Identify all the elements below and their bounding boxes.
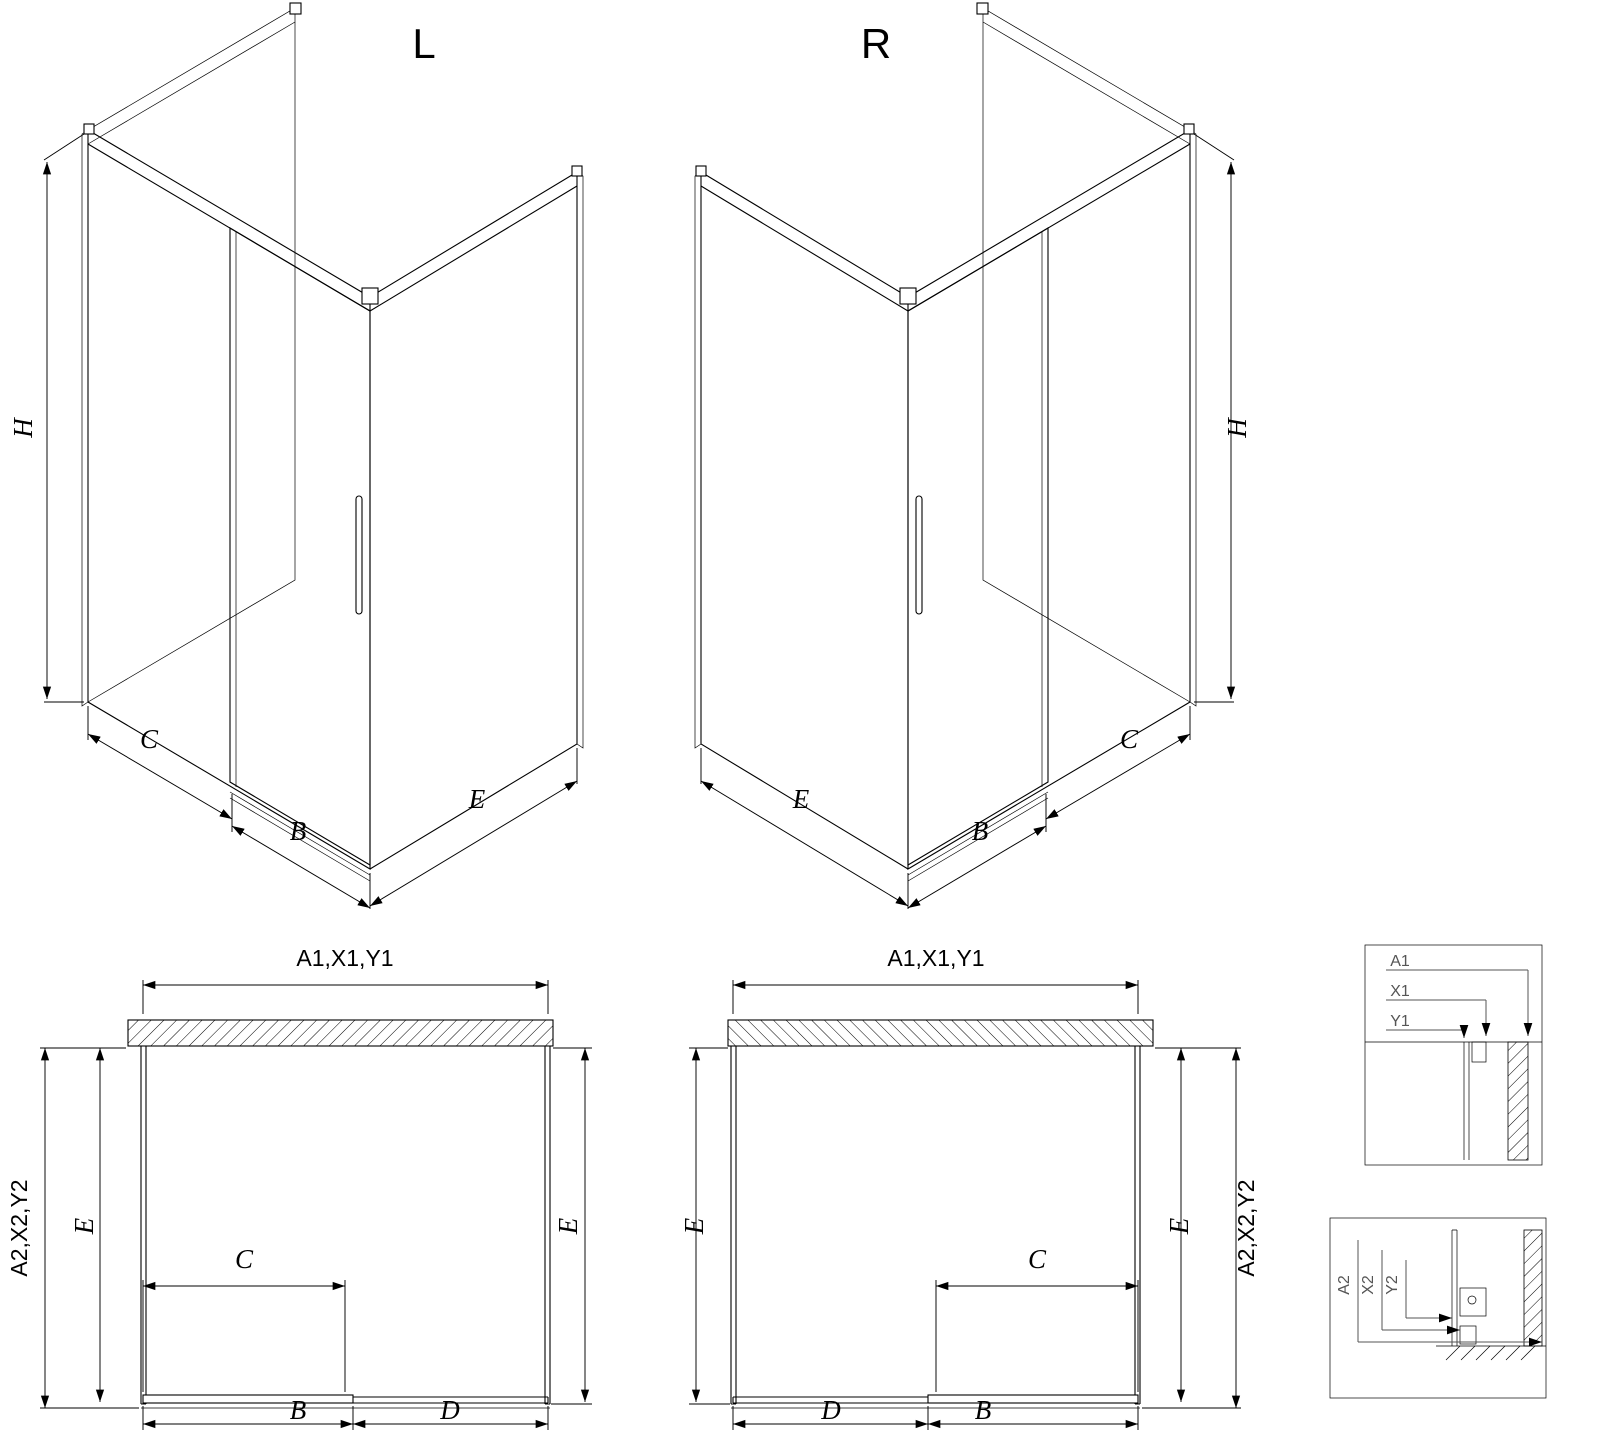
iso-view-left-geometry (44, 3, 583, 909)
plan-dim-side-right: A2,X2,Y2 (1233, 1179, 1259, 1276)
plan-dim-b-left: B (290, 1395, 307, 1425)
plan-dim-side-left: A2,X2,Y2 (6, 1179, 32, 1276)
plan-dim-e1-left: E (69, 1217, 99, 1235)
view-title-left: L (412, 20, 435, 67)
plan-dim-d-right: D (820, 1395, 841, 1425)
plan-dim-top-left: A1,X1,Y1 (296, 945, 393, 971)
dim-label-h-right: H (1222, 417, 1252, 439)
detail-label-a1: A1 (1390, 953, 1410, 970)
plan-dim-d-left: D (439, 1395, 460, 1425)
plan-dim-e1-right: E (679, 1217, 709, 1235)
dim-label-c-left: C (140, 724, 159, 754)
iso-view-left-labels: L H C B E (8, 20, 486, 846)
detail-view-bottom: A2 X2 Y2 (1329, 1217, 1546, 1399)
plan-view-right-labels: A1,X1,Y1 A2,X2,Y2 E E C B D (679, 945, 1259, 1425)
plan-dim-top-right: A1,X1,Y1 (887, 945, 984, 971)
detail-label-x2: X2 (1360, 1275, 1377, 1295)
plan-dim-c-left: C (235, 1244, 254, 1274)
detail-label-a2: A2 (1336, 1275, 1353, 1295)
detail-label-y2: Y2 (1384, 1275, 1401, 1295)
plan-dim-b-right: B (975, 1395, 992, 1425)
detail-view-top: A1 X1 Y1 (1364, 944, 1543, 1166)
dim-label-b-right: B (972, 816, 989, 846)
detail-label-y1: Y1 (1390, 1013, 1410, 1030)
plan-dim-e2-left: E (553, 1217, 583, 1235)
plan-view-left-labels: A1,X1,Y1 A2,X2,Y2 E E C B D (6, 945, 583, 1425)
dim-label-c-right: C (1120, 724, 1139, 754)
dim-label-e-left: E (468, 784, 486, 814)
dim-label-b-left: B (290, 816, 307, 846)
plan-dim-c-right: C (1028, 1244, 1047, 1274)
detail-label-x1: X1 (1390, 983, 1410, 1000)
view-title-right: R (861, 20, 891, 67)
plan-dim-e2-right: E (1164, 1217, 1194, 1235)
plan-view-left-geometry (40, 980, 592, 1430)
dim-label-e-right: E (792, 784, 810, 814)
iso-view-right-labels: R H C B E (792, 20, 1252, 846)
dim-label-h-left: H (8, 417, 38, 439)
plan-view-right-geometry (689, 980, 1241, 1430)
iso-view-right-geometry (695, 3, 1234, 909)
